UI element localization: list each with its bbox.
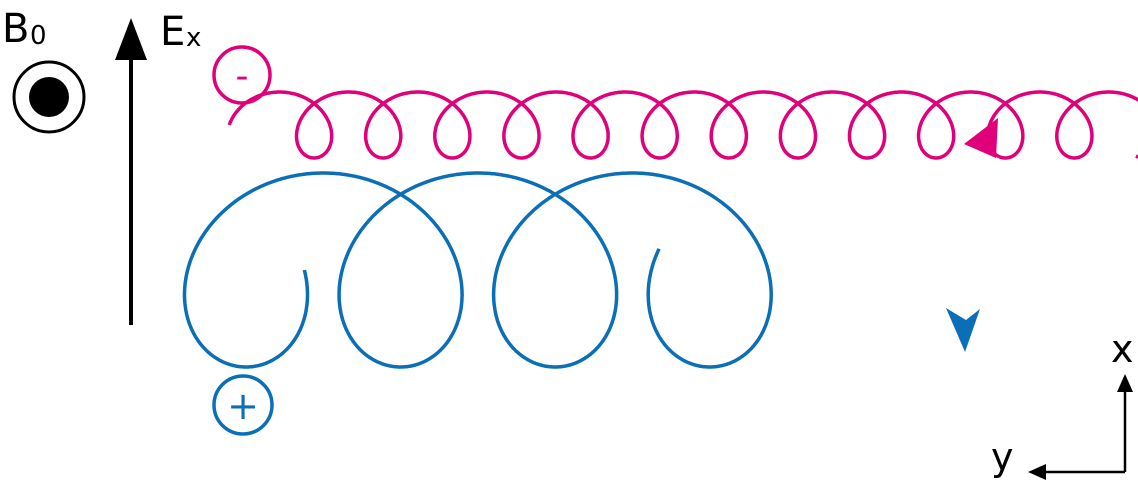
- magnetic-field-group: B 0: [2, 6, 86, 134]
- y-axis-label: y: [991, 435, 1014, 479]
- x-axis-label: x: [1111, 327, 1134, 371]
- electric-field-subscript: x: [186, 23, 201, 53]
- ion-charge-label: +: [227, 384, 259, 428]
- magnetic-field-label: B: [2, 6, 29, 52]
- electron-charge-label: -: [236, 56, 249, 97]
- electric-field-label: E: [160, 9, 185, 55]
- ion-arrow-head: [946, 308, 980, 352]
- y-axis-arrow-head: [1028, 464, 1046, 480]
- electron-symbol: [212, 45, 272, 105]
- electric-field-arrow-head: [115, 18, 147, 60]
- magnetic-field-subscript: 0: [30, 21, 47, 51]
- electron-trajectory: [227, 90, 1138, 160]
- ion-group: +: [182, 171, 980, 436]
- ion-symbol: [212, 374, 274, 436]
- electron-arrow-head: [964, 118, 998, 158]
- field-symbol-ring: [12, 60, 86, 134]
- electric-field-group: E x: [115, 9, 201, 325]
- field-symbol-dot: [29, 77, 69, 117]
- ion-trajectory: [182, 171, 773, 369]
- x-axis-arrow-head: [1117, 374, 1133, 392]
- axes-group: x y: [991, 327, 1134, 480]
- electron-group: -: [212, 45, 1138, 160]
- out-of-page-dot-icon: [12, 60, 86, 134]
